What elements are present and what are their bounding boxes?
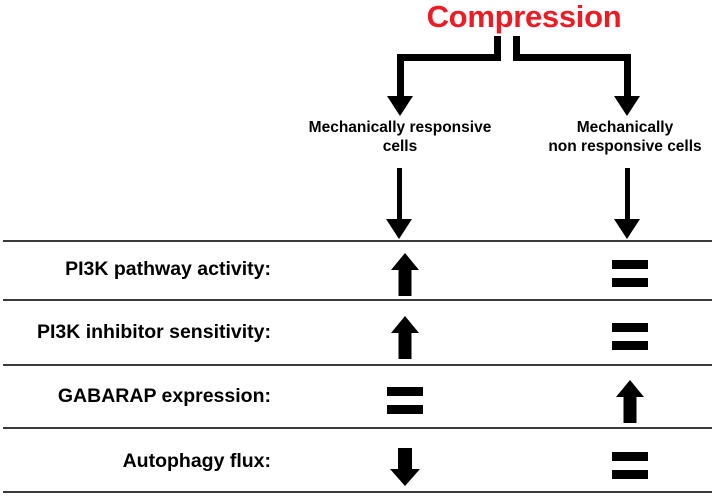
bracket-arm-left xyxy=(397,54,501,61)
divider-line xyxy=(3,299,712,301)
row-3-right-glyph xyxy=(585,440,675,494)
row-label: GABARAP expression: xyxy=(57,385,271,407)
divider-line xyxy=(3,364,712,366)
branch-label-responsive-line1: Mechanically responsive xyxy=(308,119,492,136)
connector-stem-left xyxy=(397,168,402,224)
row-1-left-glyph xyxy=(360,311,450,365)
up-arrow-icon xyxy=(391,253,419,296)
connector-arrowhead-left xyxy=(386,219,412,239)
connector-stem-right xyxy=(625,168,630,224)
bracket-drop-left xyxy=(397,54,404,99)
bracket-stub-left xyxy=(494,36,501,60)
row-label: PI3K inhibitor sensitivity: xyxy=(36,321,271,343)
equals-icon xyxy=(612,452,648,480)
connector-arrowhead-right xyxy=(614,219,640,239)
row-label: PI3K pathway activity: xyxy=(65,258,271,280)
bracket-stub-right xyxy=(513,36,520,60)
bracket-drop-right xyxy=(624,54,631,99)
equals-icon xyxy=(612,260,648,288)
row-0-left-glyph xyxy=(360,248,450,302)
divider-line xyxy=(3,427,712,429)
row-2-left-glyph xyxy=(360,375,450,429)
row-label: Autophagy flux: xyxy=(122,450,271,472)
equals-icon xyxy=(612,323,648,351)
up-arrow-icon xyxy=(616,380,644,423)
bracket-arrowhead-right xyxy=(614,96,640,116)
branch-label-responsive-line2: cells xyxy=(382,138,418,155)
figure-title: Compression xyxy=(426,0,622,34)
row-2-right-glyph xyxy=(585,375,675,429)
branch-label-non-responsive: Mechanically non responsive cells xyxy=(530,118,720,156)
bracket-arrowhead-left xyxy=(387,96,413,116)
divider-line xyxy=(3,240,712,242)
branch-label-non-responsive-line2: non responsive cells xyxy=(548,138,702,155)
branch-label-responsive: Mechanically responsive cells xyxy=(277,118,523,156)
equals-icon xyxy=(387,387,423,415)
bracket-arm-right xyxy=(513,54,631,61)
row-3-left-glyph xyxy=(360,440,450,494)
divider-line xyxy=(3,491,712,493)
down-arrow-icon xyxy=(390,448,420,486)
row-0-right-glyph xyxy=(585,248,675,302)
branch-label-non-responsive-line1: Mechanically xyxy=(576,119,674,136)
up-arrow-icon xyxy=(391,316,419,359)
row-1-right-glyph xyxy=(585,311,675,365)
